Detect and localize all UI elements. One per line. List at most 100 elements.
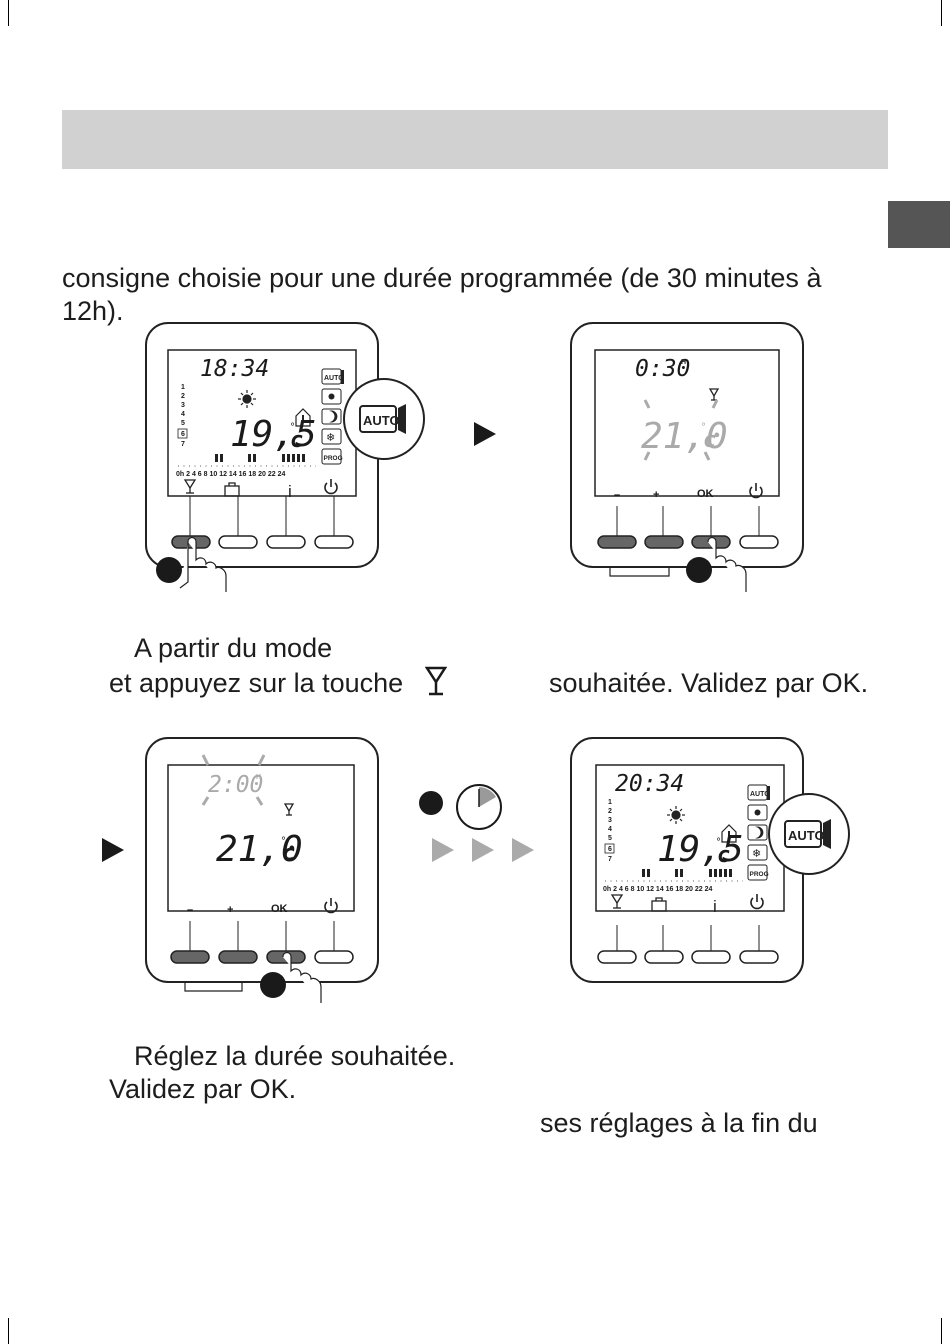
- step1-caption-line1: A partir du mode: [134, 633, 333, 663]
- degree-symbol: °: [290, 422, 295, 433]
- mode-icons: AUTO ❄ PROG: [321, 368, 344, 465]
- button-2[interactable]: [218, 535, 258, 549]
- svg-text:+: +: [653, 489, 659, 501]
- next-arrow: [474, 422, 496, 446]
- glass-icon: [283, 803, 295, 816]
- svg-text:°: °: [716, 837, 721, 848]
- plus-button[interactable]: [218, 950, 258, 964]
- next-arrow: [432, 838, 454, 862]
- chapter-tab: [888, 201, 950, 248]
- minus-button[interactable]: [597, 535, 637, 549]
- temperature-display: 21,0: [216, 829, 303, 870]
- glass-icon: [183, 479, 197, 494]
- svg-text:–: –: [614, 489, 620, 501]
- intro-line-1: consigne choisie pour une durée programm…: [62, 263, 822, 293]
- svg-text:6: 6: [181, 431, 185, 438]
- svg-text:5: 5: [181, 420, 185, 427]
- thermometer-house-icon: [295, 408, 311, 427]
- next-arrow: [102, 838, 124, 862]
- schedule-bars: [642, 869, 732, 877]
- info-icon: i: [288, 482, 292, 501]
- power-icon: [750, 894, 764, 910]
- step3-caption-line1: Réglez la durée souhaitée.: [134, 1041, 456, 1071]
- day-list: 1 2 3 4 5 6 7: [177, 384, 188, 448]
- step2-caption: souhaitée. Validez par OK.: [549, 668, 869, 698]
- bracket: [184, 981, 243, 992]
- svg-text:7: 7: [608, 856, 612, 863]
- svg-text:2: 2: [181, 393, 185, 400]
- pressing-finger-icon: [179, 536, 227, 592]
- svg-text:c: c: [290, 428, 303, 453]
- step3-caption-line2: Validez par OK.: [109, 1074, 297, 1104]
- svg-text:5: 5: [608, 835, 612, 842]
- svg-text:3: 3: [608, 817, 612, 824]
- section-header-banner: [62, 110, 888, 169]
- svg-text:H: H: [256, 774, 261, 781]
- svg-text:c: c: [703, 428, 716, 453]
- svg-text:OK: OK: [697, 488, 714, 500]
- duration-blinking: 2:00: [208, 772, 263, 798]
- svg-text:H: H: [681, 359, 686, 366]
- power-button[interactable]: [739, 535, 779, 549]
- svg-text:PROG: PROG: [324, 455, 343, 462]
- svg-text:c: c: [717, 843, 730, 868]
- next-arrow: [472, 838, 494, 862]
- step-marker: [156, 557, 182, 583]
- step-marker: [419, 791, 443, 815]
- step-marker: [260, 972, 286, 998]
- crop-mark: [941, 1318, 942, 1344]
- clock-display: 20:34: [615, 771, 684, 797]
- bracket: [609, 566, 670, 577]
- timer-transition: [419, 784, 534, 862]
- svg-text:+: +: [227, 904, 233, 916]
- svg-text:1: 1: [181, 384, 185, 391]
- suitcase-icon: [651, 897, 667, 912]
- svg-text:AUTO: AUTO: [363, 413, 400, 428]
- power-icon: [324, 898, 338, 914]
- duration-display: 0:30: [635, 356, 690, 382]
- glass-icon: [425, 666, 447, 696]
- button-4[interactable]: [314, 535, 354, 549]
- svg-text:4: 4: [181, 411, 185, 418]
- suitcase-icon: [224, 482, 240, 497]
- hardware-buttons: [170, 950, 354, 964]
- sun-icon: [238, 390, 256, 408]
- pressing-finger-icon: [707, 536, 747, 592]
- temperature-display: 19,5: [657, 829, 744, 870]
- minus-button[interactable]: [170, 950, 210, 964]
- thermostat-step-3: 2:00 H 21,0 ° c – + OK: [145, 737, 379, 1003]
- crop-mark: [941, 0, 942, 26]
- button-4[interactable]: [739, 950, 779, 964]
- button-3[interactable]: [691, 950, 731, 964]
- step1-caption-line2: et appuyez sur la touche: [109, 668, 404, 698]
- temperature-blinking: 21,0: [641, 416, 728, 457]
- hour-scale: 0h 2 4 6 8 10 12 14 16 18 20 22 24: [603, 886, 712, 893]
- mode-icons: AUTO ❄ PROG: [747, 784, 770, 881]
- svg-text:3: 3: [181, 402, 185, 409]
- clock-display: 18:34: [200, 356, 269, 382]
- svg-text:c: c: [282, 841, 295, 866]
- thermometer-house-icon: [721, 824, 737, 843]
- button-3[interactable]: [266, 535, 306, 549]
- clock-icon: [456, 784, 502, 830]
- auto-zoom-bubble: AUTO: [768, 793, 850, 875]
- svg-text:6: 6: [608, 846, 612, 853]
- day-list: 1 2 3 4 5 6 7: [604, 799, 615, 863]
- svg-text:1: 1: [608, 799, 612, 806]
- svg-text:AUTO: AUTO: [750, 791, 770, 798]
- power-icon: [749, 483, 763, 499]
- plus-button[interactable]: [644, 535, 684, 549]
- auto-zoom-bubble: AUTO: [343, 378, 425, 460]
- button-2[interactable]: [644, 950, 684, 964]
- svg-text:4: 4: [608, 826, 612, 833]
- info-icon: i: [713, 897, 717, 916]
- step4-caption: ses réglages à la fin du: [540, 1108, 818, 1138]
- hour-scale: 0h 2 4 6 8 10 12 14 16 18 20 22 24: [176, 471, 285, 478]
- power-button[interactable]: [314, 950, 354, 964]
- intro-line-2: 12h).: [62, 296, 124, 326]
- button-1[interactable]: [597, 950, 637, 964]
- power-icon: [324, 479, 338, 495]
- svg-text:OK: OK: [271, 903, 288, 915]
- sun-icon: [667, 806, 685, 824]
- next-arrow: [512, 838, 534, 862]
